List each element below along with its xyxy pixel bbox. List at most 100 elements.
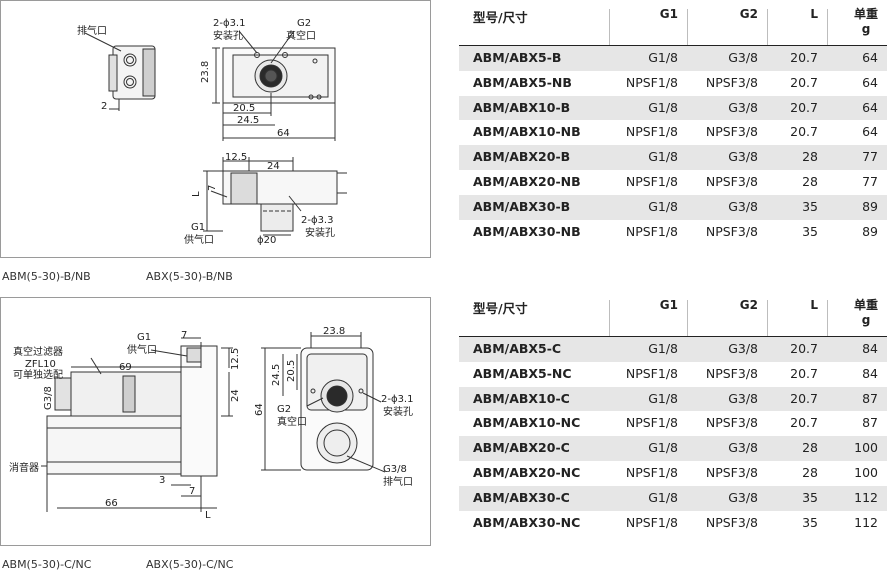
- dim-7: 7: [207, 185, 218, 191]
- cell-g1: G1/8: [648, 489, 678, 505]
- label-exhaust-port: 排气口: [77, 24, 107, 37]
- cell-weight: 89: [862, 198, 878, 214]
- column-divider: [609, 300, 610, 336]
- caption-abx-b: ABX(5-30)-B/NB: [146, 270, 233, 283]
- caption-abm-c: ABM(5-30)-C/NC: [2, 558, 92, 571]
- label-supply-port: 供气口: [127, 343, 157, 356]
- cell-g1: NPSF1/8: [625, 415, 678, 431]
- table-row: ABM/ABX5-C G1/8 G3/8 20.7 84: [459, 337, 887, 362]
- dim-2: 2: [101, 101, 107, 112]
- cell-weight: 64: [862, 50, 878, 65]
- cell-weight: 112: [854, 514, 878, 530]
- cell-l: 35: [802, 223, 818, 239]
- header-weight: 单重 g: [854, 298, 878, 328]
- label-g1: G1: [191, 222, 205, 233]
- header-model-size: 型号/尺寸: [473, 301, 528, 316]
- cell-l: 28: [802, 149, 818, 165]
- cell-g2: G3/8: [728, 489, 758, 505]
- cell-g2: NPSF3/8: [705, 173, 758, 189]
- table-row: ABM/ABX10-NC NPSF1/8 NPSF3/8 20.7 87: [459, 411, 887, 436]
- cell-g2: G3/8: [728, 50, 758, 65]
- table-row: ABM/ABX20-NB NPSF1/8 NPSF3/8 28 77: [459, 170, 887, 195]
- table-header: 型号/尺寸 G1 G2 L 单重 g: [459, 296, 887, 337]
- cell-g1: G1/8: [648, 440, 678, 456]
- dim-20-5: 20.5: [233, 103, 255, 114]
- cell-l: 35: [802, 489, 818, 505]
- cell-g2: NPSF3/8: [705, 74, 758, 90]
- header-weight-unit: g: [861, 313, 871, 327]
- cell-model: ABM/ABX30-C: [473, 489, 570, 505]
- cell-model: ABM/ABX20-B: [473, 149, 571, 165]
- cell-l: 35: [802, 514, 818, 530]
- cell-g1: NPSF1/8: [625, 514, 678, 530]
- cell-g2: NPSF3/8: [705, 464, 758, 480]
- dim-7b: 7: [189, 486, 195, 497]
- cell-model: ABM/ABX5-C: [473, 341, 562, 356]
- column-divider: [687, 300, 688, 336]
- table-row: ABM/ABX10-B G1/8 G3/8 20.7 64: [459, 95, 887, 121]
- caption-abx-c: ABX(5-30)-C/NC: [146, 558, 234, 571]
- cell-weight: 64: [862, 74, 878, 90]
- dim-3: 3: [159, 475, 165, 486]
- header-g1: G1: [659, 298, 678, 312]
- column-divider: [767, 9, 768, 45]
- column-divider: [767, 300, 768, 336]
- cell-model: ABM/ABX20-C: [473, 440, 570, 456]
- cell-l: 28: [802, 464, 818, 480]
- header-weight: 单重 g: [854, 7, 878, 37]
- header-l: L: [810, 298, 818, 312]
- cell-g2: G3/8: [728, 341, 758, 356]
- cell-model: ABM/ABX5-NB: [473, 74, 572, 90]
- label-mount-hole2: 安装孔: [305, 226, 335, 239]
- cell-l: 20.7: [790, 74, 818, 90]
- dim-12-5: 12.5: [230, 348, 241, 370]
- cell-g1: G1/8: [648, 50, 678, 65]
- label-supply-port: 供气口: [184, 233, 214, 246]
- cell-weight: 84: [862, 365, 878, 381]
- cell-g2: G3/8: [728, 99, 758, 115]
- cell-g2: NPSF3/8: [705, 365, 758, 381]
- cell-l: 20.7: [790, 365, 818, 381]
- header-l: L: [810, 7, 818, 21]
- cell-g1: NPSF1/8: [625, 173, 678, 189]
- cell-g2: NPSF3/8: [705, 415, 758, 431]
- cell-l: 20.7: [790, 50, 818, 65]
- cell-l: 20.7: [790, 390, 818, 406]
- header-g1: G1: [659, 7, 678, 21]
- table-row: ABM/ABX5-B G1/8 G3/8 20.7 64: [459, 46, 887, 71]
- header-model-size: 型号/尺寸: [473, 10, 528, 25]
- dim-20-5: 20.5: [286, 360, 297, 382]
- cell-weight: 77: [862, 173, 878, 189]
- cell-g2: G3/8: [728, 198, 758, 214]
- drawing-c-series: 真空过滤器 ZFL10 可单独选配 G1 供气口 7 69 G3/8 12.5 …: [0, 297, 431, 546]
- label-optional: 可单独选配: [13, 368, 63, 381]
- dim-66: 66: [105, 498, 118, 509]
- label-g2: G2: [297, 18, 311, 29]
- label-g3-8b: G3/8: [383, 464, 407, 475]
- cell-g2: G3/8: [728, 390, 758, 406]
- cell-g1: G1/8: [648, 390, 678, 406]
- header-g2: G2: [739, 7, 758, 21]
- table-row: ABM/ABX30-B G1/8 G3/8 35 89: [459, 194, 887, 220]
- cell-l: 20.7: [790, 99, 818, 115]
- dim-23-8: 23.8: [200, 61, 211, 83]
- dim-12-5: 12.5: [225, 152, 247, 163]
- cell-l: 35: [802, 198, 818, 214]
- label-g3-8: G3/8: [43, 386, 54, 410]
- cell-model: ABM/ABX30-NC: [473, 514, 581, 530]
- drawing-b-series: 排气口 2-ϕ3.1 G2 安装孔 真空口 23.8 2 20.5 24.5 6…: [0, 0, 431, 258]
- label-g2: G2: [277, 404, 291, 415]
- table-row: ABM/ABX20-C G1/8 G3/8 28 100: [459, 436, 887, 461]
- header-weight-unit: g: [861, 22, 871, 36]
- cell-weight: 64: [862, 124, 878, 140]
- table-row: ABM/ABX30-NB NPSF1/8 NPSF3/8 35 89: [459, 220, 887, 245]
- table-row: ABM/ABX30-C G1/8 G3/8 35 112: [459, 485, 887, 511]
- cell-g1: NPSF1/8: [625, 464, 678, 480]
- table-row: ABM/ABX5-NC NPSF1/8 NPSF3/8 20.7 84: [459, 362, 887, 387]
- header-weight-label: 单重: [853, 7, 878, 21]
- dim-l: L: [191, 191, 202, 197]
- dim-phi20: ϕ20: [257, 235, 276, 246]
- column-divider: [609, 9, 610, 45]
- label-g1: G1: [137, 332, 151, 343]
- header-g2: G2: [739, 298, 758, 312]
